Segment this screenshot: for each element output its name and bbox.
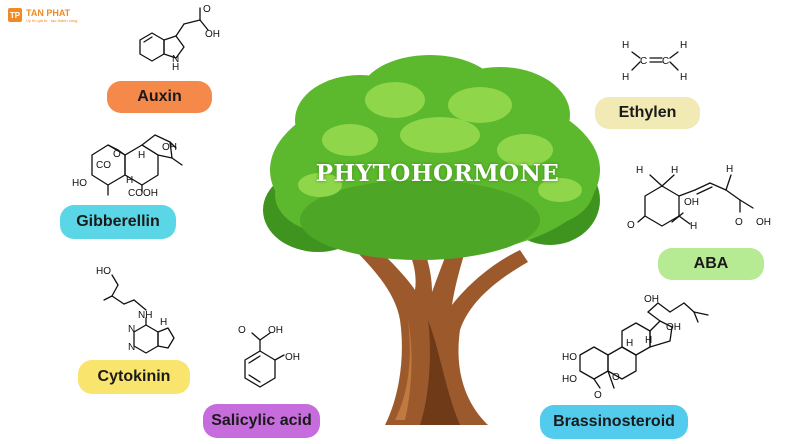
gibberellin-ho-label: HO bbox=[72, 178, 87, 189]
cytokinin-label: Cytokinin bbox=[78, 360, 190, 394]
gibberellin-label: Gibberellin bbox=[60, 205, 176, 239]
brand-logo: TP TAN PHAT Uy tín giá trị · tạo thành c… bbox=[8, 8, 77, 23]
salicylic-acid-label: Salicylic acid bbox=[203, 404, 320, 438]
cytokinin-h-label: H bbox=[160, 317, 167, 328]
ethylen-h3-label: H bbox=[680, 40, 687, 51]
aba-h2-label: H bbox=[671, 165, 678, 176]
auxin-h-label: H bbox=[172, 62, 179, 73]
brassinosteroid-ho1-label: HO bbox=[562, 352, 577, 363]
auxin-n-label: N bbox=[172, 54, 179, 65]
brassinosteroid-h2-label: H bbox=[645, 335, 652, 346]
gibberellin-co-label: CO bbox=[96, 160, 111, 171]
brassinosteroid-o2-label: O bbox=[612, 372, 620, 383]
aba-h1-label: H bbox=[636, 165, 643, 176]
aba-structure: H H H OH O H O OH bbox=[627, 164, 771, 232]
cytokinin-structure: HO NH N N H bbox=[96, 266, 175, 354]
gibberellin-structure: CO O H H OH HO COOH bbox=[72, 134, 183, 199]
ethylen-structure: H H C C H H bbox=[622, 40, 687, 83]
aba-label: ABA bbox=[658, 248, 764, 280]
auxin-structure: O OH H N bbox=[139, 4, 220, 73]
brassinosteroid-structure: HO HO O O H H OH OH bbox=[562, 294, 709, 401]
salicylic-oh1-label: OH bbox=[268, 325, 283, 336]
salicylic-oh2-label: OH bbox=[285, 352, 300, 363]
ethylen-c1-label: C bbox=[640, 56, 647, 67]
gibberellin-h2-label: H bbox=[126, 175, 133, 186]
tree-trunk-shade bbox=[420, 320, 460, 425]
brassinosteroid-oh2-label: OH bbox=[666, 322, 681, 333]
auxin-o-label: O bbox=[203, 4, 211, 15]
aba-oh1-label: OH bbox=[684, 197, 699, 208]
brassinosteroid-h1-label: H bbox=[626, 338, 633, 349]
ethylen-h4-label: H bbox=[680, 72, 687, 83]
tree-illustration bbox=[263, 55, 600, 425]
tree-trunk bbox=[345, 222, 528, 425]
gibberellin-o-label: O bbox=[113, 149, 121, 160]
gibberellin-cooh-label: COOH bbox=[128, 188, 158, 199]
auxin-oh-label: OH bbox=[205, 29, 220, 40]
ethylen-h2-label: H bbox=[622, 72, 629, 83]
cytokinin-n1-label: N bbox=[128, 324, 135, 335]
ethylen-label: Ethylen bbox=[595, 97, 700, 129]
tree-canopy bbox=[263, 55, 600, 260]
aba-o2-label: O bbox=[735, 217, 743, 228]
auxin-label: Auxin bbox=[107, 81, 212, 113]
salicylic-o-label: O bbox=[238, 325, 246, 336]
diagram-title: PHYTOHORMONE bbox=[315, 160, 560, 187]
gibberellin-oh-label: OH bbox=[162, 142, 177, 153]
ethylen-c2-label: C bbox=[662, 56, 669, 67]
logo-text: TAN PHAT Uy tín giá trị · tạo thành công bbox=[26, 8, 77, 23]
cytokinin-ho-label: HO bbox=[96, 266, 111, 277]
ethylen-h1-label: H bbox=[622, 40, 629, 51]
salicylic-structure: O OH OH bbox=[238, 325, 300, 388]
logo-tagline: Uy tín giá trị · tạo thành công bbox=[26, 18, 78, 23]
cytokinin-nh-label: NH bbox=[138, 310, 152, 321]
brassinosteroid-o1-label: O bbox=[594, 390, 602, 401]
cytokinin-n2-label: N bbox=[128, 342, 135, 353]
brassinosteroid-label: Brassinosteroid bbox=[540, 405, 688, 439]
logo-mark-icon: TP bbox=[8, 8, 22, 22]
gibberellin-h1-label: H bbox=[138, 150, 145, 161]
aba-h4-label: H bbox=[690, 221, 697, 232]
aba-h3-label: H bbox=[726, 164, 733, 175]
brassinosteroid-ho2-label: HO bbox=[562, 374, 577, 385]
logo-name: TAN PHAT bbox=[26, 8, 71, 18]
aba-oh2-label: OH bbox=[756, 217, 771, 228]
aba-o1-label: O bbox=[627, 220, 635, 231]
brassinosteroid-oh1-label: OH bbox=[644, 294, 659, 305]
tree-trunk-highlight bbox=[395, 320, 412, 420]
